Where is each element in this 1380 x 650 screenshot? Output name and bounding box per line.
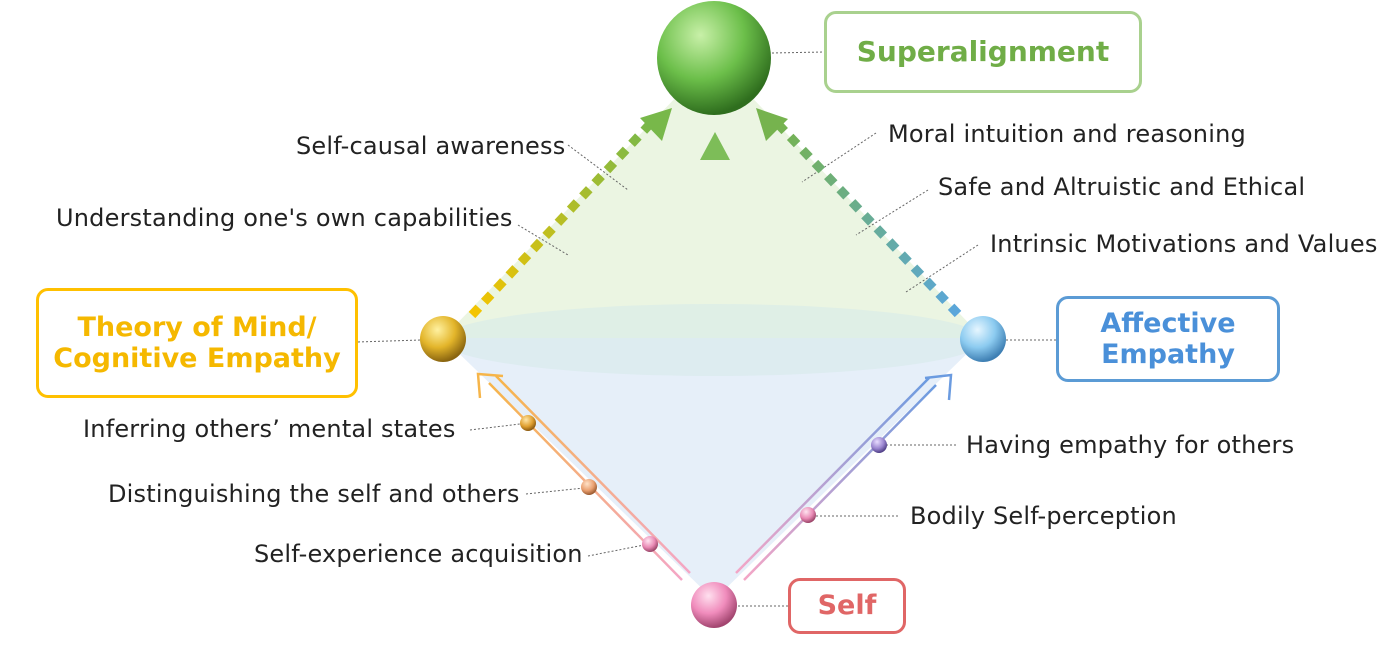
sphere-theory-of-mind	[420, 316, 466, 362]
label-bodily-self: Bodily Self-perception	[910, 502, 1177, 530]
affective-empathy-label-line2: Empathy	[1101, 339, 1235, 370]
lower-left-arrowhead	[476, 372, 504, 399]
right-dotted-arrow	[774, 120, 962, 318]
label-self-experience: Self-experience acquisition	[254, 540, 583, 568]
label-having-empathy: Having empathy for others	[966, 431, 1295, 459]
superalignment-label: Superalignment	[856, 34, 1110, 68]
lower-right-arrow	[735, 377, 937, 581]
theory-of-mind-label-line2: Cognitive Empathy	[53, 343, 341, 374]
sphere-bodily-self	[800, 507, 816, 523]
sphere-self-experience	[642, 536, 658, 552]
theory-of-mind-box: Theory of Mind/ Cognitive Empathy	[36, 288, 358, 398]
right-dotted-arrowhead	[756, 108, 788, 141]
self-box: Self	[788, 578, 906, 634]
self-label: Self	[817, 590, 877, 622]
label-understanding-capabilities: Understanding one's own capabilities	[56, 204, 513, 232]
sphere-affective-empathy	[960, 316, 1006, 362]
lower-right-arrowhead	[924, 373, 953, 401]
affective-empathy-box: Affective Empathy	[1056, 296, 1280, 382]
label-intrinsic-motivations: Intrinsic Motivations and Values	[990, 230, 1378, 258]
leader-lines	[357, 51, 1056, 607]
sphere-self	[691, 582, 737, 628]
affective-empathy-label-line1: Affective	[1100, 307, 1236, 339]
left-dotted-arrow	[468, 120, 654, 319]
theory-of-mind-label-line1: Theory of Mind/	[77, 311, 317, 343]
label-distinguishing-self: Distinguishing the self and others	[108, 480, 520, 508]
sphere-having-empathy	[871, 437, 887, 453]
label-moral-intuition: Moral intuition and reasoning	[888, 120, 1246, 148]
superalignment-box: Superalignment	[824, 11, 1142, 93]
vertical-dotted-arrowhead	[700, 132, 730, 160]
label-self-causal-awareness: Self-causal awareness	[296, 132, 566, 160]
sphere-inferring-others	[520, 415, 536, 431]
sphere-superalignment	[657, 1, 771, 115]
label-safe-altruistic: Safe and Altruistic and Ethical	[938, 173, 1306, 201]
label-inferring-others: Inferring others’ mental states	[83, 415, 456, 443]
left-dotted-arrowhead	[640, 108, 672, 141]
sphere-distinguishing-self	[581, 479, 597, 495]
